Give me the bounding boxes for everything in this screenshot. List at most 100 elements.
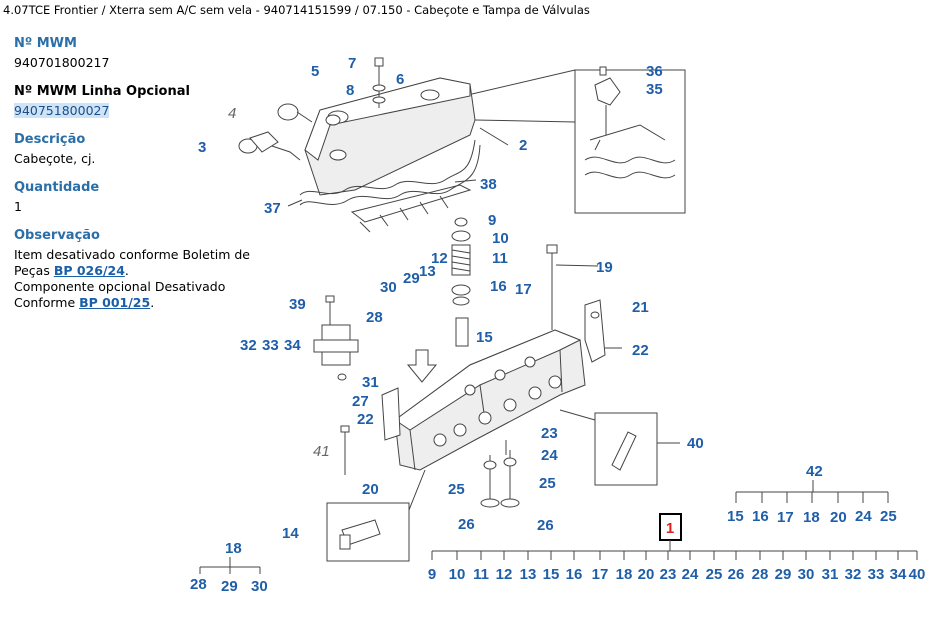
- valve-cover-drawing: [299, 77, 481, 233]
- callout-16[interactable]: 16: [490, 278, 507, 295]
- callout-31[interactable]: 31: [362, 374, 379, 391]
- bulletin-link-bp-001-25[interactable]: BP 001/25: [79, 295, 151, 310]
- callout-18[interactable]: 18: [225, 540, 242, 557]
- callout-8[interactable]: 8: [346, 82, 354, 99]
- callout-41[interactable]: 41: [313, 443, 330, 460]
- group-42-item-20[interactable]: 20: [830, 509, 847, 526]
- cover-bolt-parts-drawing: [325, 57, 386, 126]
- observation-line-3: Componente opcional Desativado: [14, 279, 226, 294]
- injector-drawing: [559, 409, 680, 486]
- callout-21[interactable]: 21: [632, 299, 649, 316]
- group-18-item-29[interactable]: 29: [221, 578, 238, 595]
- callout-15[interactable]: 15: [476, 329, 493, 346]
- callout-34[interactable]: 34: [284, 337, 301, 354]
- callout-3[interactable]: 3: [198, 139, 206, 156]
- callout-22-right[interactable]: 22: [632, 342, 649, 359]
- group-1-item-17[interactable]: 17: [592, 566, 609, 583]
- mwm-label: Nº MWM: [14, 36, 77, 51]
- callout-4[interactable]: 4: [228, 105, 236, 122]
- optional-value[interactable]: 940751800027: [14, 103, 110, 118]
- group-1-item-28[interactable]: 28: [752, 566, 769, 583]
- callout-42[interactable]: 42: [806, 463, 823, 480]
- group-42-item-16[interactable]: 16: [752, 508, 769, 525]
- bulletin-link-bp-026-24[interactable]: BP 026/24: [53, 263, 125, 278]
- part-info-panel: Nº MWM 940701800217 Nº MWM Linha Opciona…: [14, 36, 264, 324]
- callout-22-left[interactable]: 22: [357, 411, 374, 428]
- callout-27[interactable]: 27: [352, 393, 369, 410]
- group-1-item-20[interactable]: 20: [638, 566, 655, 583]
- callout-40[interactable]: 40: [687, 435, 704, 452]
- callout-7[interactable]: 7: [348, 55, 356, 72]
- callout-23[interactable]: 23: [541, 425, 558, 442]
- group-18-item-30[interactable]: 30: [251, 578, 268, 595]
- group-1-item-11[interactable]: 11: [473, 566, 489, 583]
- group-1-item-25[interactable]: 25: [706, 566, 723, 583]
- group-1-item-10[interactable]: 10: [449, 566, 466, 583]
- group-1-tree: 1 9 10 11 12 13 15 16 17 18 20 23 24 25 26 28 29 30 31 32 3…: [428, 513, 926, 583]
- callout-39[interactable]: 39: [289, 296, 306, 313]
- callout-24[interactable]: 24: [541, 447, 558, 464]
- callout-1-selected[interactable]: 1: [666, 520, 674, 537]
- group-18-item-28[interactable]: 28: [190, 576, 207, 593]
- group-1-item-15[interactable]: 15: [543, 566, 560, 583]
- callout-11[interactable]: 11: [492, 250, 508, 267]
- quantity-label: Quantidade: [14, 180, 100, 195]
- callout-17[interactable]: 17: [515, 281, 532, 298]
- callout-6[interactable]: 6: [396, 71, 404, 88]
- callout-29[interactable]: 29: [403, 270, 420, 287]
- callout-35[interactable]: 35: [646, 81, 663, 98]
- callout-33[interactable]: 33: [262, 337, 279, 354]
- group-1-item-29[interactable]: 29: [775, 566, 792, 583]
- group-1-item-12[interactable]: 12: [496, 566, 513, 583]
- group-1-item-16[interactable]: 16: [566, 566, 583, 583]
- callout-14[interactable]: 14: [282, 525, 299, 542]
- callout-5[interactable]: 5: [311, 63, 319, 80]
- group-42-item-15[interactable]: 15: [727, 508, 744, 525]
- callout-38[interactable]: 38: [480, 176, 497, 193]
- group-1-item-32[interactable]: 32: [845, 566, 862, 583]
- group-1-item-18[interactable]: 18: [616, 566, 633, 583]
- callout-26-left[interactable]: 26: [458, 516, 475, 533]
- group-42-item-18[interactable]: 18: [803, 509, 820, 526]
- callout-37[interactable]: 37: [264, 200, 281, 217]
- group-42-item-17[interactable]: 17: [777, 509, 794, 526]
- lifting-bracket-drawing: [584, 299, 622, 363]
- callout-13[interactable]: 13: [419, 263, 436, 280]
- callout-36[interactable]: 36: [646, 63, 663, 80]
- group-42-item-24[interactable]: 24: [855, 508, 872, 525]
- callout-32[interactable]: 32: [240, 337, 257, 354]
- callout-10[interactable]: 10: [492, 230, 509, 247]
- group-1-item-26[interactable]: 26: [728, 566, 745, 583]
- observation-line-4-prefix: Conforme: [14, 295, 80, 310]
- group-1-item-24[interactable]: 24: [682, 566, 699, 583]
- group-1-item-34[interactable]: 34: [890, 566, 907, 583]
- callout-30[interactable]: 30: [380, 279, 397, 296]
- group-1-item-33[interactable]: 33: [868, 566, 885, 583]
- group-1-item-23[interactable]: 23: [660, 566, 677, 583]
- valves-drawing: [480, 440, 520, 508]
- observation-line-1: Item desativado conforme Boletim de: [14, 247, 250, 262]
- arrow-icon: [406, 349, 438, 383]
- callout-9[interactable]: 9: [488, 212, 496, 229]
- head-bolt-drawing: [546, 244, 599, 330]
- group-42-item-25[interactable]: 25: [880, 508, 897, 525]
- group-1-item-13[interactable]: 13: [520, 566, 537, 583]
- callout-26-right[interactable]: 26: [537, 517, 554, 534]
- group-1-item-40[interactable]: 40: [909, 566, 926, 583]
- observation-line-4-suffix: .: [150, 295, 155, 310]
- group-1-item-9[interactable]: 9: [428, 566, 436, 583]
- callout-20[interactable]: 20: [362, 481, 379, 498]
- group-1-item-31[interactable]: 31: [822, 566, 839, 583]
- sensor-detail-drawing: [326, 469, 426, 562]
- group-1-item-30[interactable]: 30: [798, 566, 815, 583]
- cylinder-head-drawing: [394, 329, 586, 471]
- inset-detail-drawing: [471, 66, 686, 214]
- description-value: Cabeçote, cj.: [14, 151, 96, 166]
- callout-19[interactable]: 19: [596, 259, 613, 276]
- callout-25-left[interactable]: 25: [448, 481, 465, 498]
- callout-28[interactable]: 28: [366, 309, 383, 326]
- callout-25-right[interactable]: 25: [539, 475, 556, 492]
- hose-fittings-drawing: [238, 103, 313, 161]
- callout-12[interactable]: 12: [431, 250, 448, 267]
- callout-2[interactable]: 2: [519, 137, 527, 154]
